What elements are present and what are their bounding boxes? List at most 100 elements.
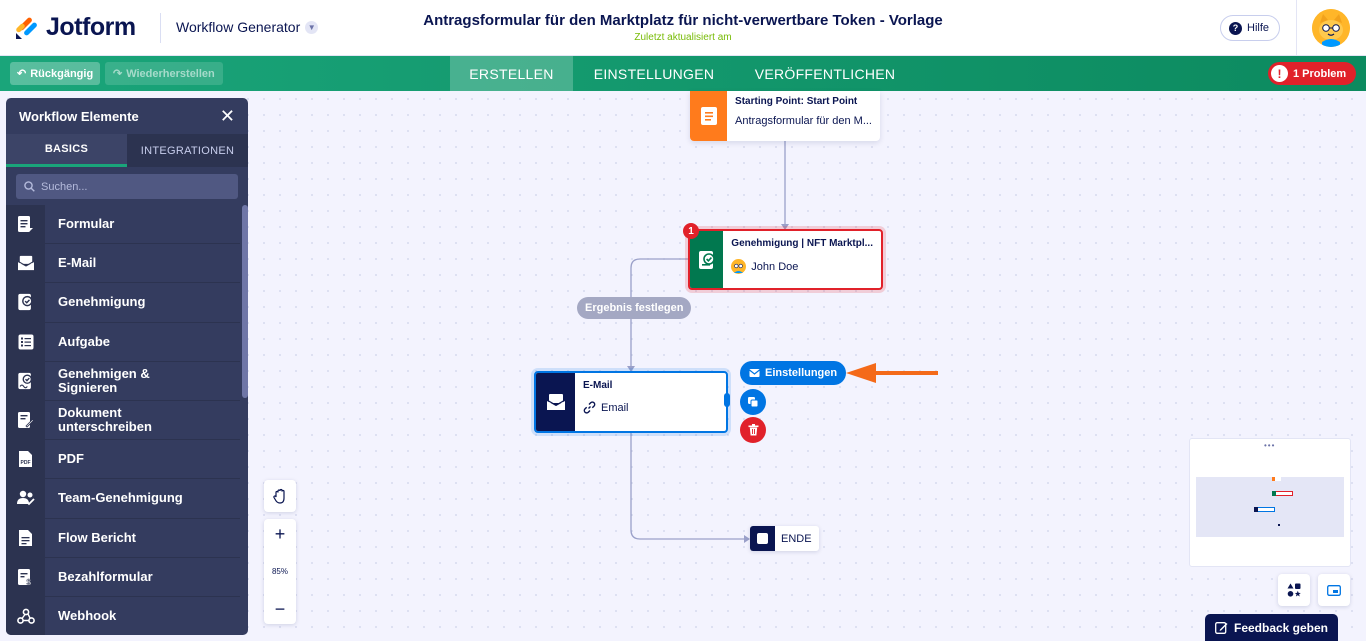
- app-switcher-label: Workflow Generator: [176, 19, 301, 35]
- payment-form-icon: $: [18, 568, 32, 586]
- email-node-subtitle-row: Email: [583, 401, 629, 414]
- end-node-label: ENDE: [781, 532, 812, 545]
- tab-label: VERÖFFENTLICHEN: [754, 65, 896, 82]
- minimap-email-icon: [1254, 507, 1258, 512]
- panel-header: Workflow Elemente ✕: [6, 98, 248, 134]
- sidebar-item-label: Dokument unterschreiben: [58, 405, 152, 435]
- approval-node-title: Genehmigung | NFT Marktpl...: [731, 238, 873, 249]
- avatar[interactable]: [1312, 9, 1350, 47]
- elements-list: Formular E-Mail Genehmigung Aufgabe Gene…: [6, 205, 240, 635]
- sidebar-item-label: Genehmigen & Signieren: [58, 365, 150, 395]
- stop-icon: [757, 533, 768, 544]
- sidebar-item-bezahlformular[interactable]: $ Bezahlformular: [6, 557, 240, 597]
- question-icon: ?: [1229, 21, 1242, 35]
- flow-report-icon: [19, 529, 32, 546]
- elements-toggle-button[interactable]: [1278, 574, 1310, 606]
- minimap[interactable]: •••: [1189, 438, 1351, 567]
- svg-text:$: $: [27, 578, 32, 586]
- help-button[interactable]: ? Hilfe: [1220, 15, 1281, 41]
- jotform-logo-icon: [16, 17, 37, 39]
- sidebar-item-label: Aufgabe: [58, 333, 110, 349]
- delete-button[interactable]: [740, 417, 766, 443]
- approval-node[interactable]: Genehmigung | NFT Marktpl... John Doe: [688, 229, 883, 290]
- tab-einstellungen[interactable]: EINSTELLUNGEN: [576, 56, 732, 91]
- page-title: Antragsformular für den Marktplatz für n…: [423, 12, 943, 29]
- condition-pill[interactable]: Ergebnis festlegen: [577, 297, 692, 319]
- search-input[interactable]: Suchen...: [16, 174, 238, 199]
- header-divider-right: [1296, 0, 1297, 56]
- app-switcher[interactable]: Workflow Generator ▼: [176, 19, 319, 35]
- search-icon: [24, 181, 35, 192]
- sidebar-item-label: E-Mail: [58, 255, 97, 271]
- feedback-button[interactable]: Feedback geben: [1205, 614, 1338, 641]
- sidebar-item-formular[interactable]: Formular: [6, 205, 240, 245]
- error-count-badge: 1: [683, 223, 699, 239]
- sidebar-item-email[interactable]: E-Mail: [6, 244, 240, 284]
- search-placeholder: Suchen...: [41, 180, 88, 193]
- tab-erstellen[interactable]: ERSTELLEN: [450, 56, 573, 91]
- email-icon: [546, 394, 565, 410]
- panel-tabs: BASICS INTEGRATIONEN: [6, 134, 248, 167]
- copy-icon: [748, 397, 759, 408]
- duplicate-button[interactable]: [740, 389, 766, 415]
- pan-tool-button[interactable]: [264, 480, 296, 512]
- feedback-icon: [1215, 622, 1228, 634]
- tab-veroeffentlichen[interactable]: VERÖFFENTLICHEN: [740, 56, 910, 91]
- minimap-drag-handle[interactable]: •••: [1264, 441, 1276, 450]
- connection-handle[interactable]: [724, 393, 730, 407]
- redo-icon: ↷: [113, 68, 123, 80]
- help-label: Hilfe: [1247, 22, 1270, 34]
- svg-text:PDF: PDF: [21, 460, 31, 466]
- redo-button[interactable]: ↷ Wiederherstellen: [105, 62, 223, 85]
- approval-assignee: John Doe: [731, 259, 873, 274]
- email-node[interactable]: E-Mail Email: [534, 371, 730, 433]
- start-node-subtitle: Antragsformular für den M...: [735, 115, 872, 127]
- chevron-down-icon: ▼: [305, 20, 319, 34]
- pdf-icon: PDF: [19, 451, 32, 468]
- sidebar-item-dokument-unterschreiben[interactable]: Dokument unterschreiben: [6, 400, 240, 441]
- logo-text: Jotform: [46, 13, 136, 41]
- minimap-icon: [1327, 584, 1341, 596]
- end-node[interactable]: ENDE: [750, 526, 819, 551]
- zoom-in-button[interactable]: +: [274, 524, 286, 544]
- sidebar-item-team-genehmigung[interactable]: Team-Genehmigung: [6, 479, 240, 519]
- sidebar-item-genehmigen-signieren[interactable]: Genehmigen & Signieren: [6, 361, 240, 401]
- sidebar-item-genehmigung[interactable]: Genehmigung: [6, 283, 240, 323]
- sidebar-item-aufgabe[interactable]: Aufgabe: [6, 322, 240, 362]
- zoom-out-button[interactable]: −: [274, 599, 286, 619]
- start-node-icon-box: [690, 91, 728, 141]
- sidebar-item-pdf[interactable]: PDF PDF: [6, 440, 240, 480]
- panel-title: Workflow Elemente: [19, 108, 139, 124]
- sidebar-item-flow-bericht[interactable]: Flow Bericht: [6, 518, 240, 558]
- tab-integrations[interactable]: INTEGRATIONEN: [140, 144, 235, 157]
- approval-icon: [698, 250, 715, 269]
- link-icon: [583, 401, 596, 414]
- minimap-toggle-button[interactable]: [1318, 574, 1350, 606]
- approval-node-icon-box: [690, 231, 724, 288]
- minimap-end-node: [1278, 524, 1280, 526]
- minimap-start-node: [1272, 477, 1275, 481]
- undo-icon: ↶: [17, 68, 27, 80]
- problem-button[interactable]: ! 1 Problem: [1268, 62, 1357, 85]
- undo-button[interactable]: ↶ Rückgängig: [10, 62, 101, 85]
- sidebar-item-webhook[interactable]: Webhook: [6, 596, 240, 635]
- jotform-logo[interactable]: Jotform: [14, 13, 136, 42]
- start-node[interactable]: Starting Point: Start Point Antragsformu…: [690, 91, 880, 141]
- settings-button[interactable]: Einstellungen: [740, 361, 847, 385]
- redo-label: Wiederherstellen: [126, 67, 215, 80]
- workflow-elements-panel: Workflow Elemente ✕ BASICS INTEGRATIONEN…: [6, 98, 248, 635]
- sidebar-item-label: Bezahlformular: [58, 568, 153, 584]
- panel-scrollbar[interactable]: [242, 205, 248, 398]
- webhook-icon: [16, 608, 35, 624]
- approval-icon: [18, 294, 33, 311]
- form-icon: [700, 107, 717, 125]
- tab-basics[interactable]: BASICS: [6, 134, 127, 167]
- sidebar-item-label: Formular: [58, 216, 115, 232]
- team-approval-icon: [16, 491, 35, 506]
- close-icon[interactable]: ✕: [219, 105, 235, 126]
- header-divider: [160, 13, 161, 43]
- minimap-start-node-body: [1275, 477, 1281, 481]
- end-node-icon-box: [750, 526, 775, 551]
- sidebar-item-label: PDF: [58, 451, 84, 467]
- sidebar-item-label: Webhook: [58, 607, 117, 623]
